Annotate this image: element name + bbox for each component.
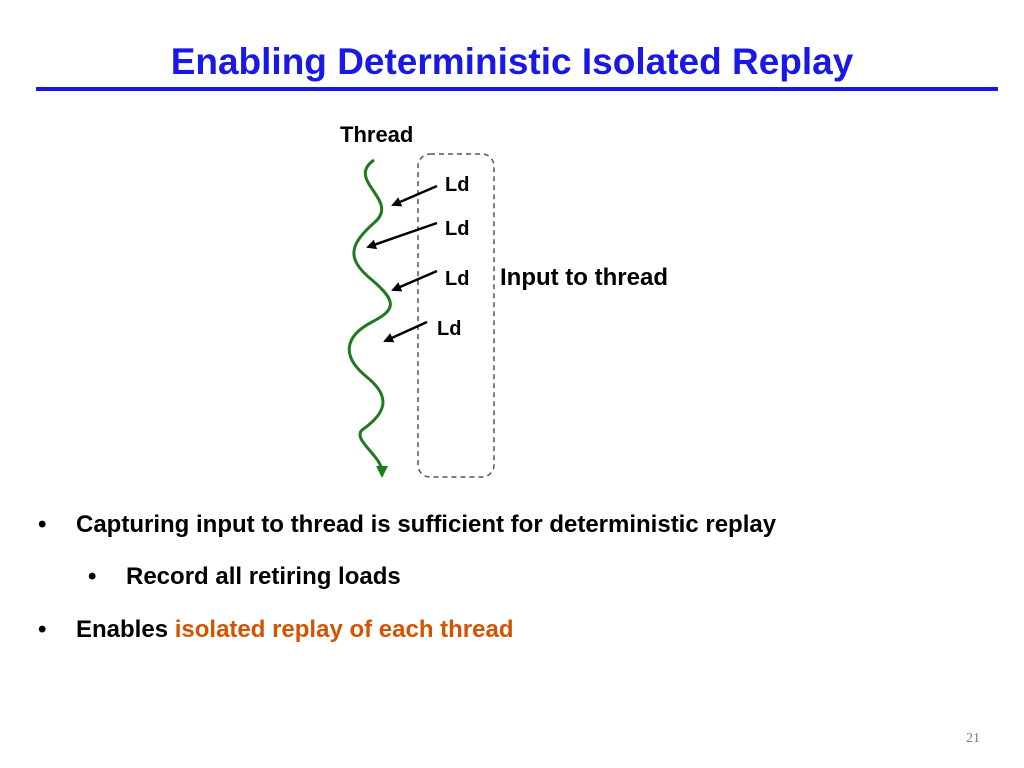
slide-title: Enabling Deterministic Isolated Replay	[170, 41, 854, 82]
bullet-item: • Enables isolated replay of each thread	[38, 615, 514, 645]
bullet-item: • Capturing input to thread is sufficien…	[38, 510, 777, 540]
load-arrow-4	[383, 320, 428, 343]
bullet-text: Capturing input to thread is sufficient …	[76, 511, 777, 538]
title-underline	[36, 87, 998, 91]
bullet-text: Enables	[76, 616, 175, 643]
bullet-dot: •	[38, 511, 47, 538]
load-label-3: Ld	[445, 268, 469, 290]
load-arrow-2	[366, 221, 438, 250]
thread-label: Thread	[340, 122, 413, 147]
bullet-highlight-text: isolated replay of each thread	[174, 616, 514, 643]
bullet-dot: •	[38, 616, 47, 643]
bullet-dot: •	[88, 563, 97, 590]
page-number: 21	[966, 731, 980, 746]
load-label-2: Ld	[445, 218, 469, 240]
input-box	[417, 153, 495, 478]
load-arrow-3	[391, 269, 438, 292]
input-to-thread-label: Input to thread	[500, 264, 668, 291]
thread-wavy-line	[347, 158, 392, 478]
load-arrow-1	[391, 184, 438, 207]
load-label-4: Ld	[437, 318, 461, 340]
sub-bullet-item: • Record all retiring loads	[88, 562, 401, 592]
load-label-1: Ld	[445, 174, 469, 196]
bullet-text: Record all retiring loads	[126, 563, 401, 590]
